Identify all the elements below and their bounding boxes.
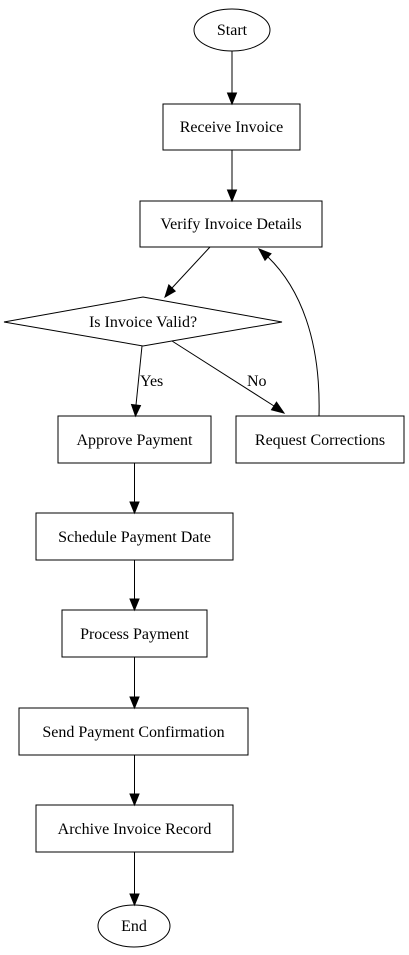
- approve-payment-label: Approve Payment: [77, 432, 194, 449]
- verify-invoice-details-box: [139, 200, 323, 248]
- arrowhead: [164, 283, 177, 299]
- receive-invoice-box: [162, 103, 301, 151]
- arrowhead: [270, 401, 286, 414]
- arrowhead: [129, 696, 140, 710]
- edge-line: [135, 345, 143, 406]
- node-end: End: [97, 904, 171, 948]
- request-corrections-box: [235, 415, 405, 464]
- node-receive-invoice: Receive Invoice: [162, 103, 301, 151]
- archive-invoice-record-box: [35, 804, 234, 853]
- edge-line: [267, 256, 320, 417]
- node-start: Start: [193, 8, 271, 52]
- edge-verify-to-decision: [164, 246, 211, 299]
- edge-approve-to-schedule: [129, 463, 140, 515]
- send-payment-confirmation-label: Send Payment Confirmation: [42, 724, 224, 741]
- verify-invoice-details-label: Verify Invoice Details: [160, 216, 301, 233]
- edge-process-to-confirm: [129, 657, 140, 710]
- edge-confirm-to-archive: [129, 755, 140, 807]
- arrowhead: [226, 92, 238, 106]
- decision-diamond: [3, 296, 283, 347]
- edge-archive-to-end: [129, 852, 140, 907]
- node-process-payment: Process Payment: [61, 609, 208, 658]
- request-corrections-label: Request Corrections: [255, 432, 385, 449]
- edge-line: [171, 246, 211, 289]
- node-is-invoice-valid: Is Invoice Valid?: [3, 296, 283, 347]
- edge-start-to-receive: [226, 51, 238, 106]
- node-schedule-payment-date: Schedule Payment Date: [35, 512, 234, 561]
- arrowhead: [129, 893, 140, 907]
- node-approve-payment: Approve Payment: [57, 415, 212, 464]
- edge-schedule-to-process: [129, 560, 140, 612]
- arrowhead: [129, 501, 140, 515]
- edge-decision-to-corrections: No: [171, 340, 286, 414]
- process-payment-label: Process Payment: [80, 626, 189, 643]
- arrowhead: [129, 793, 140, 807]
- edge-line: [171, 340, 275, 407]
- arrowhead: [257, 248, 272, 262]
- node-verify-invoice-details: Verify Invoice Details: [139, 200, 323, 248]
- arrowhead: [226, 189, 238, 203]
- approve-payment-box: [57, 415, 212, 464]
- arrowhead: [129, 598, 140, 612]
- schedule-payment-date-label: Schedule Payment Date: [58, 529, 211, 546]
- edge-corrections-to-verify: [257, 248, 320, 417]
- edge-receive-to-verify: [226, 150, 238, 203]
- node-request-corrections: Request Corrections: [235, 415, 405, 464]
- archive-invoice-record-label: Archive Invoice Record: [58, 821, 212, 838]
- end-label: End: [121, 918, 147, 935]
- start-label: Start: [217, 22, 248, 39]
- edge-decision-to-approve: Yes: [130, 345, 163, 418]
- edge-label-no: No: [247, 373, 267, 390]
- node-send-payment-confirmation: Send Payment Confirmation: [18, 707, 249, 756]
- arrowhead: [130, 403, 142, 418]
- edge-label-yes: Yes: [140, 373, 163, 390]
- decision-label: Is Invoice Valid?: [89, 314, 197, 331]
- node-archive-invoice-record: Archive Invoice Record: [35, 804, 234, 853]
- send-payment-confirmation-box: [18, 707, 249, 756]
- receive-invoice-label: Receive Invoice: [180, 119, 284, 136]
